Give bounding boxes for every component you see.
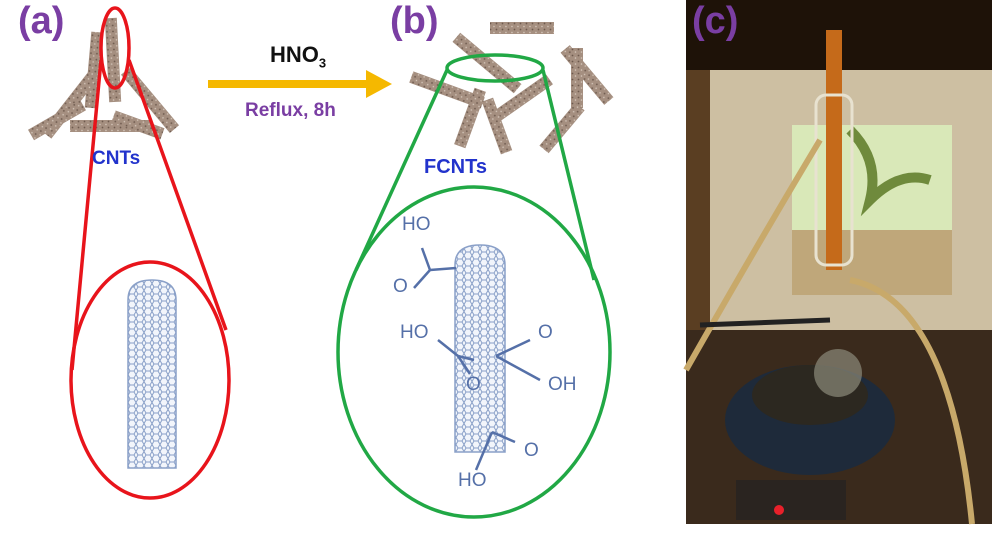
- reaction-arrow: [208, 70, 392, 98]
- caption-cnts: CNTs: [92, 148, 141, 169]
- cnt-rods-b: [409, 22, 614, 155]
- reagent-label: HNO3: [270, 42, 326, 70]
- group-o-1: O: [393, 276, 408, 297]
- reaction-condition: Reflux, 8h: [245, 100, 336, 121]
- group-oh-right: OH: [548, 374, 577, 395]
- panel-label-b: (b): [390, 0, 439, 42]
- group-o-4: O: [524, 440, 539, 461]
- reagent-main: HNO: [270, 42, 319, 67]
- group-ho-bottom: HO: [458, 470, 487, 491]
- zoom-outline-b: [336, 53, 612, 519]
- photo-reflux-setup: [683, 0, 992, 525]
- group-ho-left: HO: [400, 322, 429, 343]
- group-o-3: O: [538, 322, 553, 343]
- group-o-2: O: [466, 374, 481, 395]
- fcnt-illustration-b: [413, 244, 541, 471]
- panel-label-a: (a): [18, 0, 65, 42]
- group-ho-top: HO: [402, 214, 431, 235]
- caption-fcnts: FCNTs: [424, 156, 487, 178]
- cnt-illustration-a: [127, 279, 177, 469]
- zoom-outline-a: [69, 6, 231, 500]
- reagent-subscript: 3: [318, 55, 327, 71]
- panel-label-c: (c): [692, 0, 739, 42]
